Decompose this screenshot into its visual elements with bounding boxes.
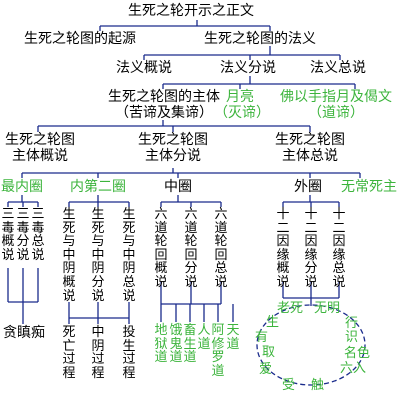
link-birth: 生 (266, 315, 280, 330)
death-bardo-summary: 生死与中阴总说 (122, 207, 136, 304)
subject-summary-line2: 主体总说 (282, 148, 338, 164)
wheel-subject-node: 生死之轮图的主体 （苦谛及集谛） (90, 90, 238, 120)
realm-hungry-ghost: 饿鬼道 (169, 323, 183, 366)
wheel-subject-title: 生死之轮图的主体 (108, 89, 220, 105)
dharma-meaning-node: 生死之轮图的法义 (204, 31, 316, 47)
outer-circle-label: 外圈 (294, 179, 322, 195)
subject-summary-line1: 生死之轮图 (275, 132, 345, 148)
death-bardo-overview: 生死与中阴概说 (62, 207, 76, 304)
subject-overview-node: 生死之轮图 主体概说 (2, 133, 78, 163)
second-circle-label: 内第二圈 (70, 179, 126, 195)
three-poisons-summary: 三毒总说 (31, 207, 45, 263)
link-grasping: 取 (262, 345, 276, 360)
twelve-links-summary: 十二因缘总说 (332, 207, 346, 290)
link-ignorance: 无明 (314, 301, 341, 316)
link-feeling: 受 (282, 378, 296, 393)
inner-circle-label: 最内圈 (1, 179, 43, 195)
realm-asura: 阿修罗道 (211, 323, 225, 379)
link-six-senses: 六入 (340, 361, 367, 376)
diagram-title: 生死之轮开示之正文 (128, 3, 254, 19)
twelve-links-detail: 十二因缘分说 (304, 207, 318, 290)
three-poisons-detail: 三毒分说 (16, 207, 30, 263)
subject-detail-line2: 主体分说 (145, 148, 201, 164)
link-formations: 行 (345, 316, 359, 331)
six-realms-detail: 六道轮回分说 (184, 207, 198, 290)
buddha-note: （道谛） (308, 105, 364, 121)
three-poisons-leaf: 贪瞋痴 (3, 325, 45, 341)
subject-overview-line1: 生死之轮图 (5, 132, 75, 148)
moon-node: 月亮 （灭谛） (214, 89, 270, 121)
link-consciousness: 识 (345, 330, 359, 345)
link-becoming: 有 (255, 330, 269, 345)
link-name-form: 名色 (344, 346, 371, 361)
twelve-links-overview: 十二因缘概说 (276, 207, 290, 290)
subject-detail-line1: 生死之轮图 (138, 132, 208, 148)
moon-title: 月亮 (226, 89, 254, 105)
death-bardo-detail: 生死与中阴分说 (91, 207, 105, 304)
realm-god: 天道 (226, 323, 240, 352)
subject-detail-node: 生死之轮图 主体分说 (135, 133, 211, 163)
wheel-subject-note: （苦谛及集谛） (115, 105, 213, 121)
link-aging-death: 老死 (277, 301, 304, 316)
realm-hell: 地狱道 (154, 323, 168, 366)
link-contact: 触 (311, 378, 325, 393)
impermanence-label: 无常死主 (341, 179, 397, 195)
six-realms-overview: 六道轮回概说 (154, 207, 168, 290)
realm-animal: 畜生道 (183, 323, 197, 366)
dharma-summary-node: 法义总说 (310, 60, 366, 76)
death-process: 死亡过程 (62, 325, 76, 381)
three-poisons-overview: 三毒概说 (1, 207, 15, 263)
moon-note: （灭谛） (214, 105, 270, 121)
bardo-process: 中阴过程 (91, 325, 105, 381)
rebirth-process: 投生过程 (122, 325, 136, 381)
link-craving: 爱 (259, 362, 273, 377)
middle-circle-label: 中圈 (164, 179, 192, 195)
buddha-node: 佛以手指月及偈文 （道谛） (272, 90, 400, 120)
realm-human: 人道 (197, 323, 211, 352)
subject-summary-node: 生死之轮图 主体总说 (272, 133, 348, 163)
buddha-title: 佛以手指月及偈文 (280, 89, 392, 105)
dharma-overview-node: 法义概说 (116, 60, 172, 76)
six-realms-summary: 六道轮回总说 (214, 207, 228, 290)
origin-node: 生死之轮图的起源 (24, 31, 136, 47)
dharma-detail-node: 法义分说 (220, 60, 276, 76)
subject-overview-line2: 主体概说 (12, 148, 68, 164)
twelve-links-ring (256, 304, 366, 386)
